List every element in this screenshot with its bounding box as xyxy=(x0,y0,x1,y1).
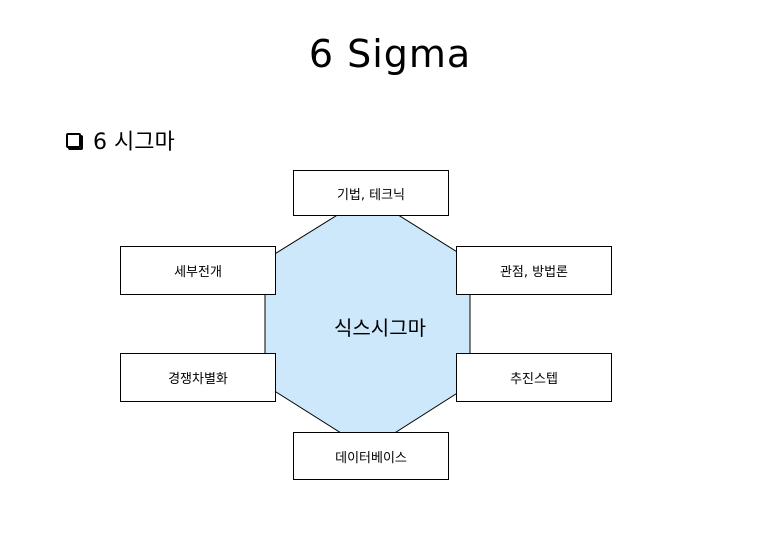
bullet-text: 6 시그마 xyxy=(93,130,175,155)
box-right-upper: 관점, 방법론 xyxy=(456,246,612,295)
box-left-lower: 경쟁차별화 xyxy=(120,353,276,402)
box-right-lower: 추진스텝 xyxy=(456,353,612,402)
box-right-upper-label: 관점, 방법론 xyxy=(499,265,569,280)
box-left-upper-label: 세부전개 xyxy=(174,265,222,280)
box-top: 기법, 테크닉 xyxy=(293,170,449,216)
checkbox-bullet-icon xyxy=(66,132,81,148)
bullet-item: 6 시그마 xyxy=(66,124,175,156)
box-top-label: 기법, 테크닉 xyxy=(336,187,406,203)
box-left-lower-label: 경쟁차별화 xyxy=(168,372,228,387)
box-left-upper: 세부전개 xyxy=(120,246,276,295)
center-label: 식스시그마 xyxy=(334,316,426,340)
box-bottom-label: 데이터베이스 xyxy=(335,450,407,466)
box-bottom: 데이터베이스 xyxy=(293,432,449,480)
box-right-lower-label: 추진스텝 xyxy=(510,372,558,387)
slide-title: 6 Sigma xyxy=(308,32,472,76)
